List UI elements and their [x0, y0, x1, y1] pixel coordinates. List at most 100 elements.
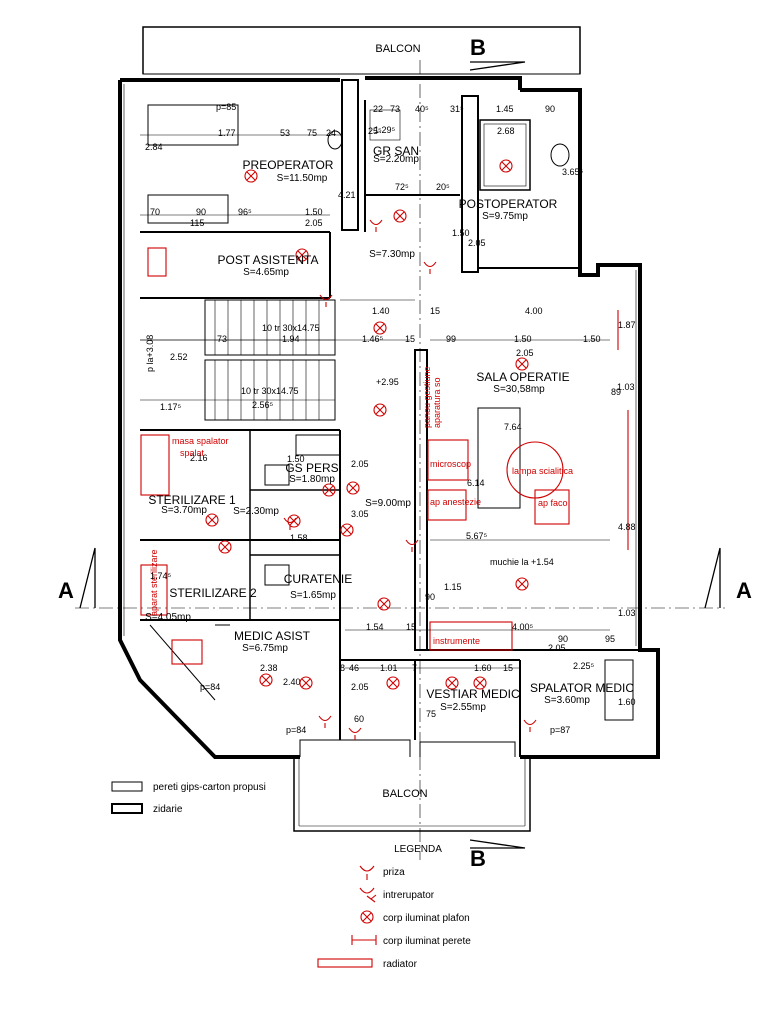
dimension-label: 1.77: [218, 128, 236, 138]
equipment-labels: microscop lampa scialitica ap anestezie …: [149, 366, 573, 646]
dimension-label: 2.68: [497, 126, 515, 136]
room-area-vestiar-medic: S=2.55mp: [440, 702, 486, 713]
legend-swatch-gips: [111, 781, 143, 792]
room-name-sterilizare-1: STERILIZARE 1: [148, 493, 236, 507]
socket-icon: [283, 517, 297, 530]
dimension-label: 1.29⁵: [374, 125, 396, 135]
socket-icon: [348, 727, 362, 740]
legend-material-zidarie: zidarie: [153, 804, 183, 815]
dimension-label: 73: [217, 334, 227, 344]
dimension-label: 2.05: [305, 218, 323, 228]
dimension-label: 7.64: [504, 422, 522, 432]
socket-icon: [523, 719, 537, 732]
dimension-label: 20⁵: [436, 182, 450, 192]
legend-radiator-icon: [317, 958, 373, 968]
dimension-label: p=85: [216, 102, 236, 112]
ceiling-light-icon: [373, 403, 387, 417]
equipment-label-anestezie: ap anestezie: [430, 497, 481, 507]
dimension-label: 1.50: [514, 334, 532, 344]
equipment-label-panou: panou gestiune: [422, 366, 432, 428]
dimension-label: 25⁵: [368, 126, 382, 136]
ceiling-light-icon: [515, 357, 529, 371]
dimension-label: 6.14: [467, 478, 485, 488]
legend: pereti gips-carton propusi zidarie LEGEN…: [111, 781, 471, 970]
balcony-top-label: BALCON: [375, 43, 420, 55]
dimension-label: 95: [605, 634, 615, 644]
dimension-label: 15: [430, 306, 440, 316]
room-area-spalator-medic: S=3.60mp: [544, 695, 590, 706]
room-area-postoperator: S=9.75mp: [482, 211, 528, 222]
dimension-label: 60: [354, 714, 364, 724]
dimension-label: 15: [503, 663, 513, 673]
dimension-label: 22: [373, 104, 383, 114]
room-area-sala-operatie: S=30,58mp: [493, 384, 545, 395]
ceiling-light-icon: [377, 597, 391, 611]
dimension-label: 2.40: [283, 677, 301, 687]
ceiling-light-icon: [259, 673, 273, 687]
ceiling-light-icon: [205, 513, 219, 527]
balcony-top-outline: [142, 26, 581, 75]
room-area-medic-asist: S=6.75mp: [242, 643, 288, 654]
dimension-label: 53: [280, 128, 290, 138]
legend-switch-icon: [359, 887, 377, 903]
room-name-postoperator: POSTOPERATOR: [459, 197, 558, 211]
ceiling-light-icon: [515, 577, 529, 591]
dimension-label: 7: [412, 663, 417, 673]
ceiling-light-icon: [340, 523, 354, 537]
dimension-label: 2.56⁵: [252, 400, 274, 410]
ceiling-light-icon: [473, 676, 487, 690]
legend-swatch-zidarie: [111, 803, 143, 814]
dimension-label: 73: [390, 104, 400, 114]
dimension-label: 115: [190, 218, 204, 228]
legend-item-intrerupator: intrerupator: [383, 890, 435, 901]
dimension-label: 1.50: [583, 334, 601, 344]
ceiling-light-icon: [295, 248, 309, 262]
section-line-b: [419, 60, 526, 860]
dimension-label: 1.40: [372, 306, 390, 316]
legend-wall-light-icon: [351, 935, 377, 945]
dimension-label: 1.94: [282, 334, 300, 344]
dimension-label: 70: [150, 207, 160, 217]
equipment-label-lampa: lampa scialitica: [512, 466, 573, 476]
equipment-label-masa-spalator: masa spalator: [172, 436, 229, 446]
section-a-left-label: A: [58, 578, 74, 603]
dimension-label: 2.84: [145, 142, 163, 152]
dimension-label: 1.87: [618, 320, 636, 330]
equipment-label-faco: ap faco: [538, 498, 568, 508]
dimension-label: 1.60: [618, 697, 636, 707]
ceiling-light-icon: [499, 159, 513, 173]
dimension-label: 40⁵: [415, 104, 429, 114]
ceiling-light-icon: [218, 540, 232, 554]
section-b-top-label: B: [470, 35, 486, 60]
dimension-label: 1.50: [452, 228, 470, 238]
legend-title: LEGENDA: [394, 844, 442, 855]
room-name-sala-operatie: SALA OPERATIE: [476, 370, 569, 384]
room-name-vestiar-medic: VESTIAR MEDIC: [426, 687, 520, 701]
dimension-label: 2.05: [351, 682, 369, 692]
dimension-label: p=84: [286, 725, 306, 735]
note-muchie: muchie la +1.54: [490, 557, 554, 567]
ceiling-light-icon: [299, 676, 313, 690]
dimension-label: 31⁵: [450, 104, 464, 114]
dimension-label: 90: [196, 207, 206, 217]
room-name-gs-pers: GS PERS: [285, 461, 338, 475]
dimension-label: 90: [545, 104, 555, 114]
room-name-medic-asist: MEDIC ASIST: [234, 629, 311, 643]
dimension-label: 4.88: [618, 522, 636, 532]
dimension-label: 4.21: [338, 190, 356, 200]
dimension-label: p=87: [550, 725, 570, 735]
dimension-label: 2.05: [468, 238, 486, 248]
dimension-label: 15: [406, 622, 416, 632]
socket-icon: [423, 261, 437, 274]
dimension-label: 90: [558, 634, 568, 644]
dimension-label: 2.05: [516, 348, 534, 358]
ceiling-light-icon: [346, 481, 360, 495]
staircase: [140, 299, 336, 421]
fixtures: [147, 104, 634, 721]
dimension-label: 2.25⁵: [573, 661, 595, 671]
section-a-right-label: A: [736, 578, 752, 603]
dimension-label: 2.52: [170, 352, 188, 362]
dimension-label: 99: [446, 334, 456, 344]
